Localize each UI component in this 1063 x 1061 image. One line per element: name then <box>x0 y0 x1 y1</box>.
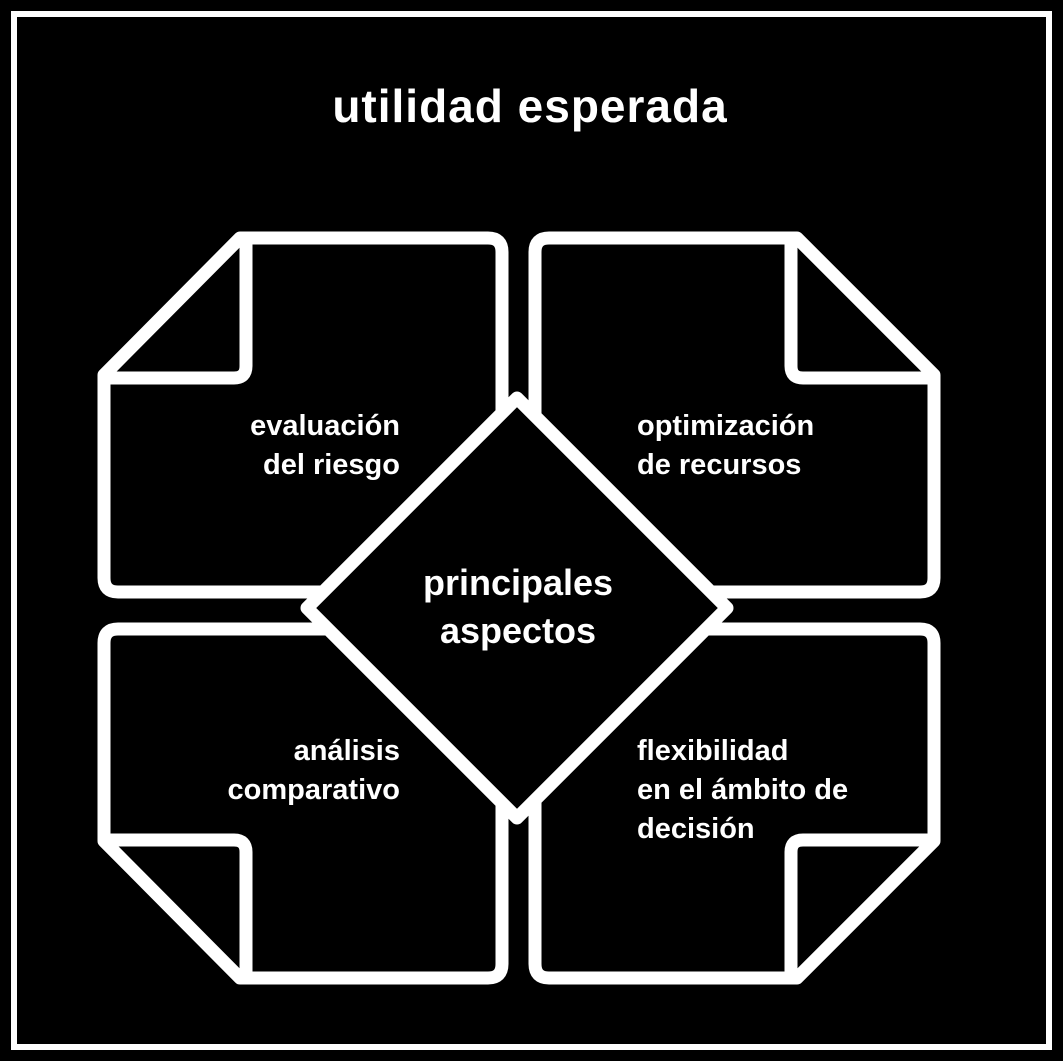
card-label: optimización <box>637 410 814 442</box>
card-label: análisis <box>294 735 400 767</box>
card-label: flexibilidad <box>637 735 788 767</box>
center-label: principales <box>423 562 613 603</box>
folded-corner-icon <box>784 833 932 974</box>
folded-corner-icon <box>106 833 253 974</box>
card-comparative-analysis: análisis comparativo <box>97 622 509 985</box>
center-diamond: principales aspectos <box>300 391 734 825</box>
folded-corner-icon <box>784 242 932 385</box>
card-label: en el ámbito de <box>637 774 848 806</box>
card-label: evaluación <box>250 410 400 442</box>
card-label: de recursos <box>637 449 801 481</box>
card-resource-optimization: optimización de recursos <box>528 231 941 599</box>
card-label: decisión <box>637 813 755 845</box>
card-label: del riesgo <box>263 449 400 481</box>
card-decision-flexibility: flexibilidad en el ámbito de decisión <box>528 622 941 985</box>
folded-corner-icon <box>106 242 253 385</box>
center-label: aspectos <box>440 610 596 651</box>
card-label: comparativo <box>228 774 400 806</box>
diagram-title: utilidad esperada <box>332 80 727 132</box>
